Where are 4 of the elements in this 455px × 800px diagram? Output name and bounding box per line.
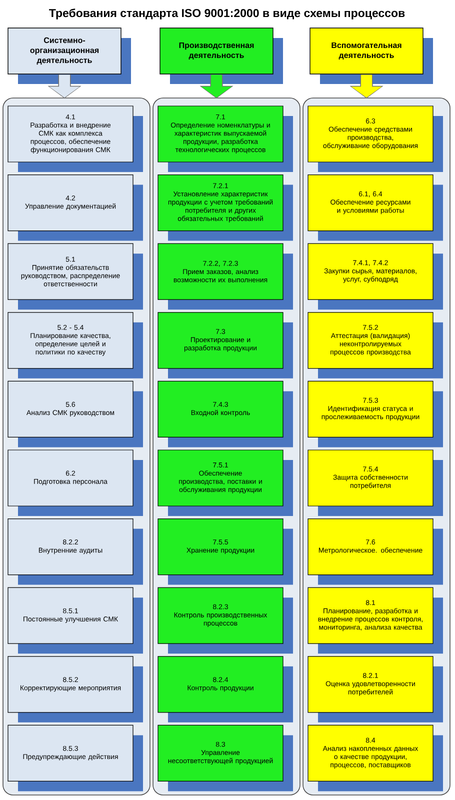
header-box: Производственная деятельность (160, 28, 283, 84)
title: Требования стандарта ISO 9001:2000 в виде схемы процессов (49, 8, 405, 20)
header-box: Вспомогательная деятельность (310, 28, 433, 84)
header-box: Системно-организационная деятельность (8, 28, 131, 84)
